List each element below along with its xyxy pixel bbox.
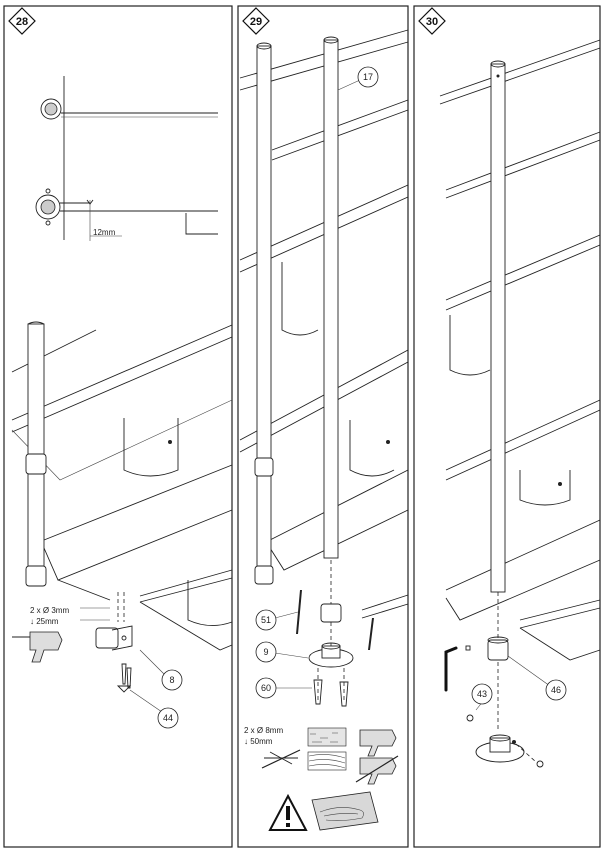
floor-flange: [308, 642, 354, 668]
measure-label: 12mm: [93, 228, 116, 237]
wall-bracket: [95, 592, 133, 651]
pole-collar: [487, 636, 509, 661]
part-number: 17: [363, 72, 373, 82]
part-number: 51: [261, 615, 271, 625]
masonry-material-icon: [307, 727, 347, 747]
handrail-pole-17: [323, 36, 339, 559]
panel-step-28: 28 12mm: [3, 5, 233, 848]
panel-step-29: 29 17: [237, 5, 409, 848]
step-number: 29: [250, 16, 262, 28]
step-number: 30: [426, 16, 438, 28]
underfloor-heating-icon: [311, 791, 379, 831]
collar: [25, 565, 47, 587]
collar: [25, 453, 47, 475]
allen-key-icon: [444, 646, 458, 692]
panel-step-30: 30: [413, 5, 601, 848]
part-number: 60: [261, 683, 271, 693]
detail-pole-top-view: 12mm: [35, 76, 218, 241]
step-badge: 30: [418, 7, 446, 35]
part-number: 9: [263, 647, 268, 657]
drill-icon: [355, 729, 399, 785]
wood-material-icon: [307, 751, 347, 771]
panel-frame: [413, 5, 601, 848]
step-badge: 28: [8, 7, 36, 35]
warning-triangle-icon: [268, 793, 308, 831]
part-number: 8: [169, 675, 174, 685]
grub-screw: [466, 714, 544, 768]
handrail-pole: [254, 42, 274, 585]
step-badge: 29: [242, 7, 270, 35]
no-hammer-drill-icon: [261, 749, 301, 769]
screw-icon: [116, 663, 132, 693]
drill-icon: [12, 631, 63, 663]
stair-structure: [439, 39, 601, 661]
part-number: 43: [477, 689, 487, 699]
drill-spec-line1: 2 x Ø 3mm: [30, 606, 69, 615]
handrail-pole: [490, 60, 506, 593]
floor-flange: [475, 734, 525, 763]
callout-51: 51: [255, 609, 299, 631]
drill-spec-line2: ↓ 25mm: [30, 617, 59, 626]
callout-44: 44: [129, 689, 179, 729]
pole-sleeve: [320, 603, 342, 623]
part-number: 46: [551, 685, 561, 695]
callout-9: 9: [255, 641, 309, 663]
wall-plug: [313, 679, 349, 707]
collar: [254, 565, 274, 585]
collar: [254, 457, 274, 477]
drill-spec-line1: 2 x Ø 8mm: [244, 726, 283, 735]
callout-60: 60: [255, 677, 312, 699]
handrail-pole: [25, 321, 47, 587]
callout-17: 17: [337, 66, 379, 91]
part-number: 44: [163, 713, 173, 723]
callout-46: 46: [507, 655, 567, 701]
drill-spec-line2: ↓ 50mm: [244, 737, 273, 746]
screw-icon: [296, 590, 374, 650]
step-number: 28: [16, 16, 28, 28]
callout-8: 8: [139, 649, 183, 691]
callout-43: 43: [471, 683, 493, 711]
